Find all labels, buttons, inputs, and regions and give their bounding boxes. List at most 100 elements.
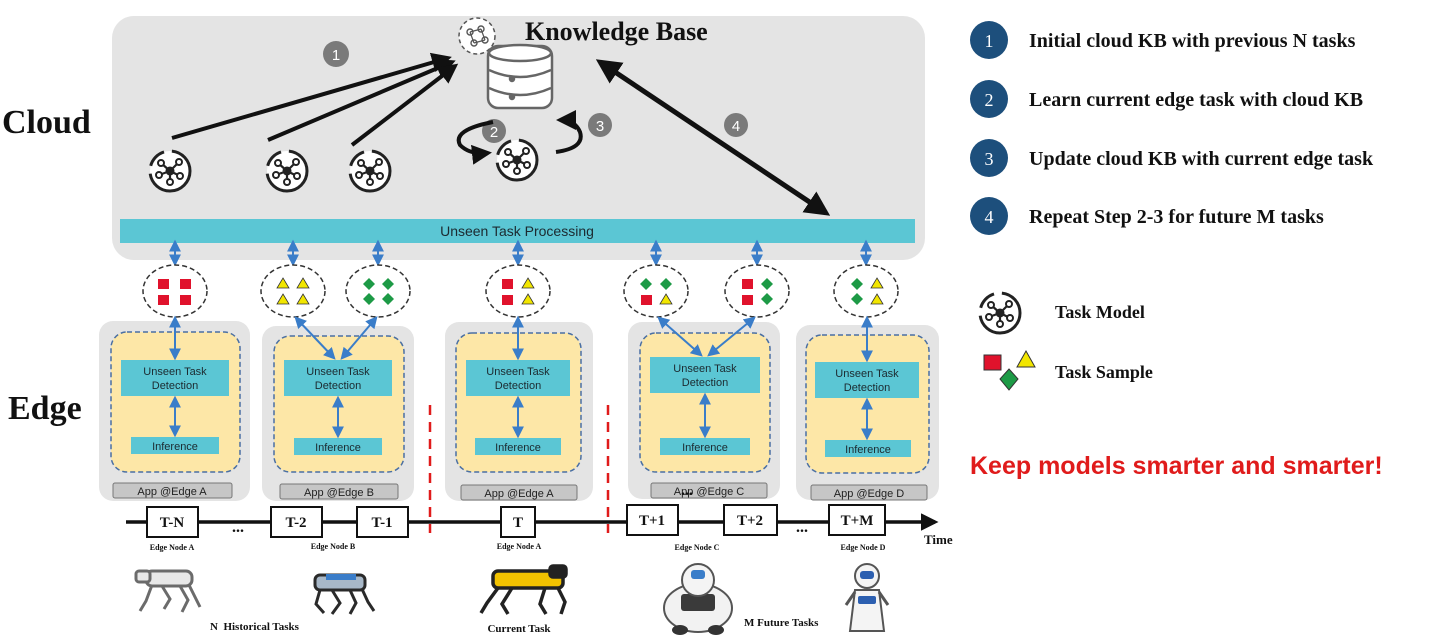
svg-text:4: 4 [732, 118, 740, 135]
inference-label: Inference [315, 442, 361, 454]
future-kb-arrow [595, 59, 831, 216]
sample-group [142, 264, 208, 318]
processing-bar [120, 219, 915, 243]
svg-text:3: 3 [985, 149, 994, 169]
svg-text:1: 1 [985, 31, 994, 51]
detection-label: Unseen Task [835, 368, 899, 380]
svg-text:T+2: T+2 [737, 513, 763, 529]
task-model-legend-icon [978, 291, 1022, 335]
cloud-label: Cloud [2, 104, 91, 141]
svg-text:T+1: T+1 [639, 513, 665, 529]
app-label: App @Edge A [137, 486, 207, 498]
future-tasks-label: M Future Tasks [744, 617, 819, 629]
inference-label: Inference [845, 444, 891, 456]
detection-label: Unseen Task [143, 366, 207, 378]
edge-box: Unseen Task Detection Inference App @Edg… [445, 322, 593, 501]
kb-title: Knowledge Base [525, 17, 708, 46]
timeline-box: T+2 [723, 504, 778, 536]
timeline-ellipsis: ... [681, 482, 693, 499]
svg-text:4: 4 [985, 207, 994, 227]
task-sample-legend-icon [983, 349, 1036, 391]
timeline-box: T+1 [626, 504, 679, 536]
detection-label: Unseen Task [486, 366, 550, 378]
detection-label: Detection [315, 380, 361, 392]
app-label: App @Edge D [834, 488, 905, 500]
robot-dog-white-image [134, 569, 202, 613]
edge-label: Edge [8, 390, 82, 427]
app-label: App @Edge A [484, 488, 554, 500]
edge-node-label: Edge Node D [841, 543, 886, 552]
bar-sample-arrows [169, 239, 872, 267]
database-icon [486, 43, 554, 110]
timeline-box: T-1 [356, 506, 409, 538]
sample-group [833, 264, 899, 318]
svg-text:Repeat Step 2-3 for future M t: Repeat Step 2-3 for future M tasks [1029, 206, 1324, 228]
edge-node-label: Edge Node C [675, 543, 720, 552]
detection-label: Unseen Task [673, 363, 737, 375]
slogan: Keep models smarter and smarter! [970, 452, 1383, 480]
robot-dog-blue-image [313, 573, 376, 615]
sample-group [623, 264, 689, 318]
timeline-box: T-N [146, 506, 199, 538]
sample-group [485, 264, 551, 318]
edge-node-label: Edge Node A [150, 543, 195, 552]
app-label: App @Edge B [304, 487, 374, 499]
humanoid-robot-image [844, 563, 890, 632]
edge-flow-arrows [169, 315, 873, 441]
inference-label: Inference [682, 442, 728, 454]
current-task-label: Current Task [487, 623, 551, 635]
edge-node-label: Edge Node B [311, 542, 356, 551]
timeline-ellipsis: ... [232, 519, 244, 536]
detection-label: Unseen Task [306, 366, 370, 378]
inference-label: Inference [152, 441, 198, 453]
edge-node-label: Edge Node A [497, 542, 542, 551]
timeline-box: T-2 [270, 506, 323, 538]
svg-text:T: T [513, 515, 523, 531]
svg-text:2: 2 [985, 90, 994, 110]
service-robot-image [663, 563, 733, 635]
historical-to-kb-arrows [171, 52, 459, 147]
detection-label: Detection [495, 380, 541, 392]
svg-text:Update cloud KB with current e: Update cloud KB with current edge task [1029, 148, 1374, 170]
step-marker-1: 1 [323, 41, 349, 67]
timeline-box: T [500, 506, 536, 538]
svg-text:1: 1 [332, 47, 340, 64]
svg-text:Learn current edge task with c: Learn current edge task with cloud KB [1029, 89, 1363, 111]
detection-label: Detection [844, 382, 890, 394]
processing-label: Unseen Task Processing [440, 223, 594, 239]
sample-group [260, 264, 326, 318]
app-label: App @Edge C [674, 486, 745, 498]
update-cycle-arrow [555, 110, 583, 154]
sample-group [345, 264, 411, 318]
task-model-icon [495, 138, 539, 182]
svg-text:T-1: T-1 [371, 515, 392, 531]
svg-text:T-N: T-N [160, 515, 185, 531]
detection-label: Detection [682, 377, 728, 389]
historical-tasks-label: N Historical Tasks [210, 621, 300, 633]
learn-cycle-arrow [456, 120, 494, 165]
svg-text:T+M: T+M [841, 513, 874, 529]
step-marker-3: 3 [588, 113, 612, 137]
detection-label: Detection [152, 380, 198, 392]
robot-dog-yellow-image [479, 564, 568, 615]
kb-network-icon [458, 17, 496, 55]
timeline-box: T+M [828, 504, 886, 536]
task-model-legend-label: Task Model [1055, 302, 1145, 322]
legend-step: 4 Repeat Step 2-3 for future M tasks [970, 197, 1324, 235]
time-axis-label: Time [924, 532, 953, 547]
step-marker-4: 4 [724, 113, 748, 137]
svg-text:3: 3 [596, 118, 604, 135]
timeline-ellipsis: ... [796, 519, 808, 536]
task-model-icon [265, 149, 309, 193]
svg-text:2: 2 [490, 124, 498, 141]
legend-step: 2 Learn current edge task with cloud KB [970, 80, 1363, 118]
task-sample-legend-label: Task Sample [1055, 362, 1153, 382]
task-model-icon [348, 149, 392, 193]
legend-step: 3 Update cloud KB with current edge task [970, 139, 1374, 177]
svg-text:Initial cloud KB with previous: Initial cloud KB with previous N tasks [1029, 30, 1356, 52]
svg-text:T-2: T-2 [285, 515, 306, 531]
sample-group [724, 264, 790, 318]
inference-label: Inference [495, 442, 541, 454]
task-model-icon [148, 149, 192, 193]
legend-step: 1 Initial cloud KB with previous N tasks [970, 21, 1356, 59]
